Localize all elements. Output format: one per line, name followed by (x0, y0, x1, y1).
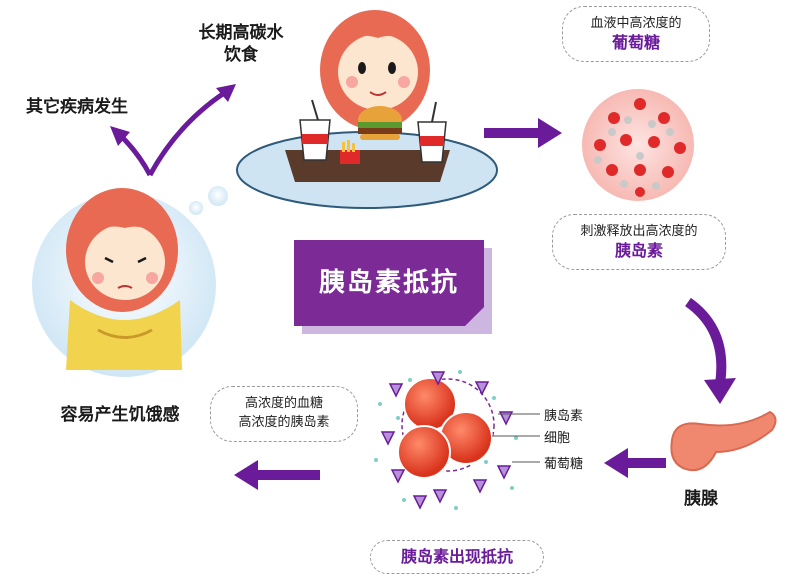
center-title-banner: 胰岛素抵抗 (294, 240, 494, 334)
insulin-release-box: 刺激释放出高浓度的 胰岛素 (552, 214, 726, 270)
insulin-release-line2: 胰岛素 (614, 241, 663, 260)
insulin-release-line1: 刺激释放出高浓度的 (580, 224, 698, 239)
insulin-resistance-box: 胰岛素出现抵抗 (370, 540, 544, 574)
high-concentration-box: 高浓度的血糖 高浓度的胰岛素 (210, 386, 358, 442)
high-concentration-line2: 高浓度的胰岛素 (238, 415, 330, 430)
eating-girl-illustration (236, 10, 498, 209)
flow-arrows (234, 118, 736, 490)
high-carb-line1: 长期高碳水 (198, 23, 284, 43)
thought-bubbles (189, 186, 228, 215)
blood-glucose-line2: 葡萄糖 (611, 33, 660, 52)
high-carb-line2: 饮食 (224, 45, 258, 65)
high-carb-diet-label: 长期高碳水 饮食 (186, 22, 296, 66)
legend-insulin: 胰岛素 (544, 409, 584, 424)
hungry-girl-illustration (32, 188, 216, 377)
pancreas-label: 胰腺 (684, 489, 718, 509)
blood-glucose-illustration (582, 89, 694, 201)
high-concentration-line1: 高浓度的血糖 (244, 396, 323, 411)
center-title: 胰岛素抵抗 (318, 268, 459, 298)
banner-panel (294, 240, 484, 326)
pancreas-illustration (670, 410, 777, 472)
blood-glucose-line1: 血液中高浓度的 (590, 16, 682, 31)
legend-cell: 细胞 (544, 431, 571, 446)
branch-arrows (110, 84, 236, 177)
other-disease-label: 其它疾病发生 (26, 97, 128, 117)
insulin-resistance-text: 胰岛素出现抵抗 (400, 547, 513, 566)
hunger-label: 容易产生饥饿感 (60, 405, 180, 425)
legend-glucose: 葡萄糖 (544, 457, 584, 472)
blood-glucose-box: 血液中高浓度的 葡萄糖 (562, 6, 710, 62)
cell-cluster-illustration (374, 370, 540, 510)
